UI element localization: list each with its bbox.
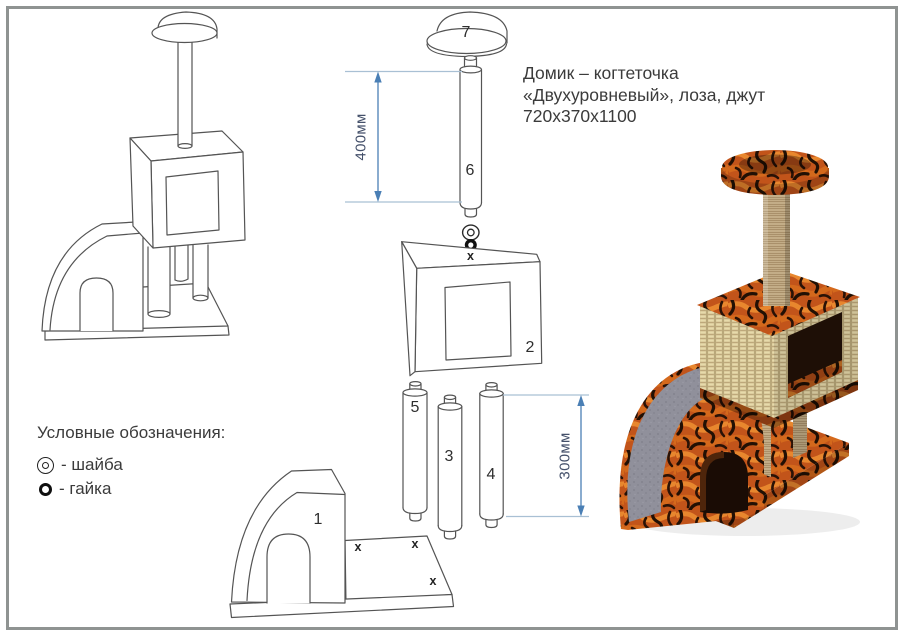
part-label-3: 3 — [444, 448, 454, 465]
washer-icon-inner — [42, 461, 49, 469]
product-title: Домик – когтеточка «Двухуровневый», лоза… — [523, 63, 765, 128]
mount-mark-base-a: x — [354, 540, 362, 554]
part5-pole-drawing — [402, 380, 428, 522]
part-label-4: 4 — [486, 466, 496, 483]
part7-perch-drawing — [426, 11, 508, 58]
part4-pole-drawing — [479, 381, 504, 529]
part-label-6: 6 — [465, 162, 475, 179]
part2-box-drawing — [401, 241, 543, 377]
assembled-view-drawing — [41, 11, 246, 341]
dimension-400mm-lines — [345, 70, 462, 203]
legend-heading: Условные обозначения: — [37, 423, 226, 442]
product-title-line2: «Двухуровневый», лоза, джут — [523, 84, 766, 105]
part-label-5: 5 — [410, 399, 420, 416]
part-label-2: 2 — [525, 339, 535, 356]
part1-base-drawing — [229, 468, 455, 619]
mount-mark-box-top: x — [467, 248, 474, 263]
dimension-label-400mm: 400мм — [352, 113, 370, 161]
part6-pole-drawing — [459, 55, 483, 218]
mount-mark-base-c: x — [429, 574, 437, 588]
dimension-300mm-lines — [503, 394, 589, 518]
nut-icon — [39, 482, 52, 496]
dimension-label-300mm: 300мм — [556, 432, 574, 480]
part-label-7: 7 — [461, 24, 471, 41]
washer-nut-stack — [461, 224, 480, 251]
legend-washer-label: - шайба — [61, 455, 123, 474]
product-title-line1: Домик – когтеточка — [523, 63, 679, 83]
part3-pole-drawing — [437, 394, 463, 540]
washer-icon — [37, 456, 54, 474]
legend-item-nut: - гайка — [37, 477, 225, 501]
product-dimensions: 720х370х1100 — [523, 106, 637, 126]
legend-nut-label: - гайка — [59, 479, 112, 498]
legend: Условные обозначения: - шайба - гайка — [37, 423, 225, 501]
product-photo — [619, 150, 860, 536]
part-label-1: 1 — [313, 511, 323, 528]
legend-item-washer: - шайба — [37, 453, 225, 477]
mount-mark-base-b: x — [411, 537, 419, 551]
